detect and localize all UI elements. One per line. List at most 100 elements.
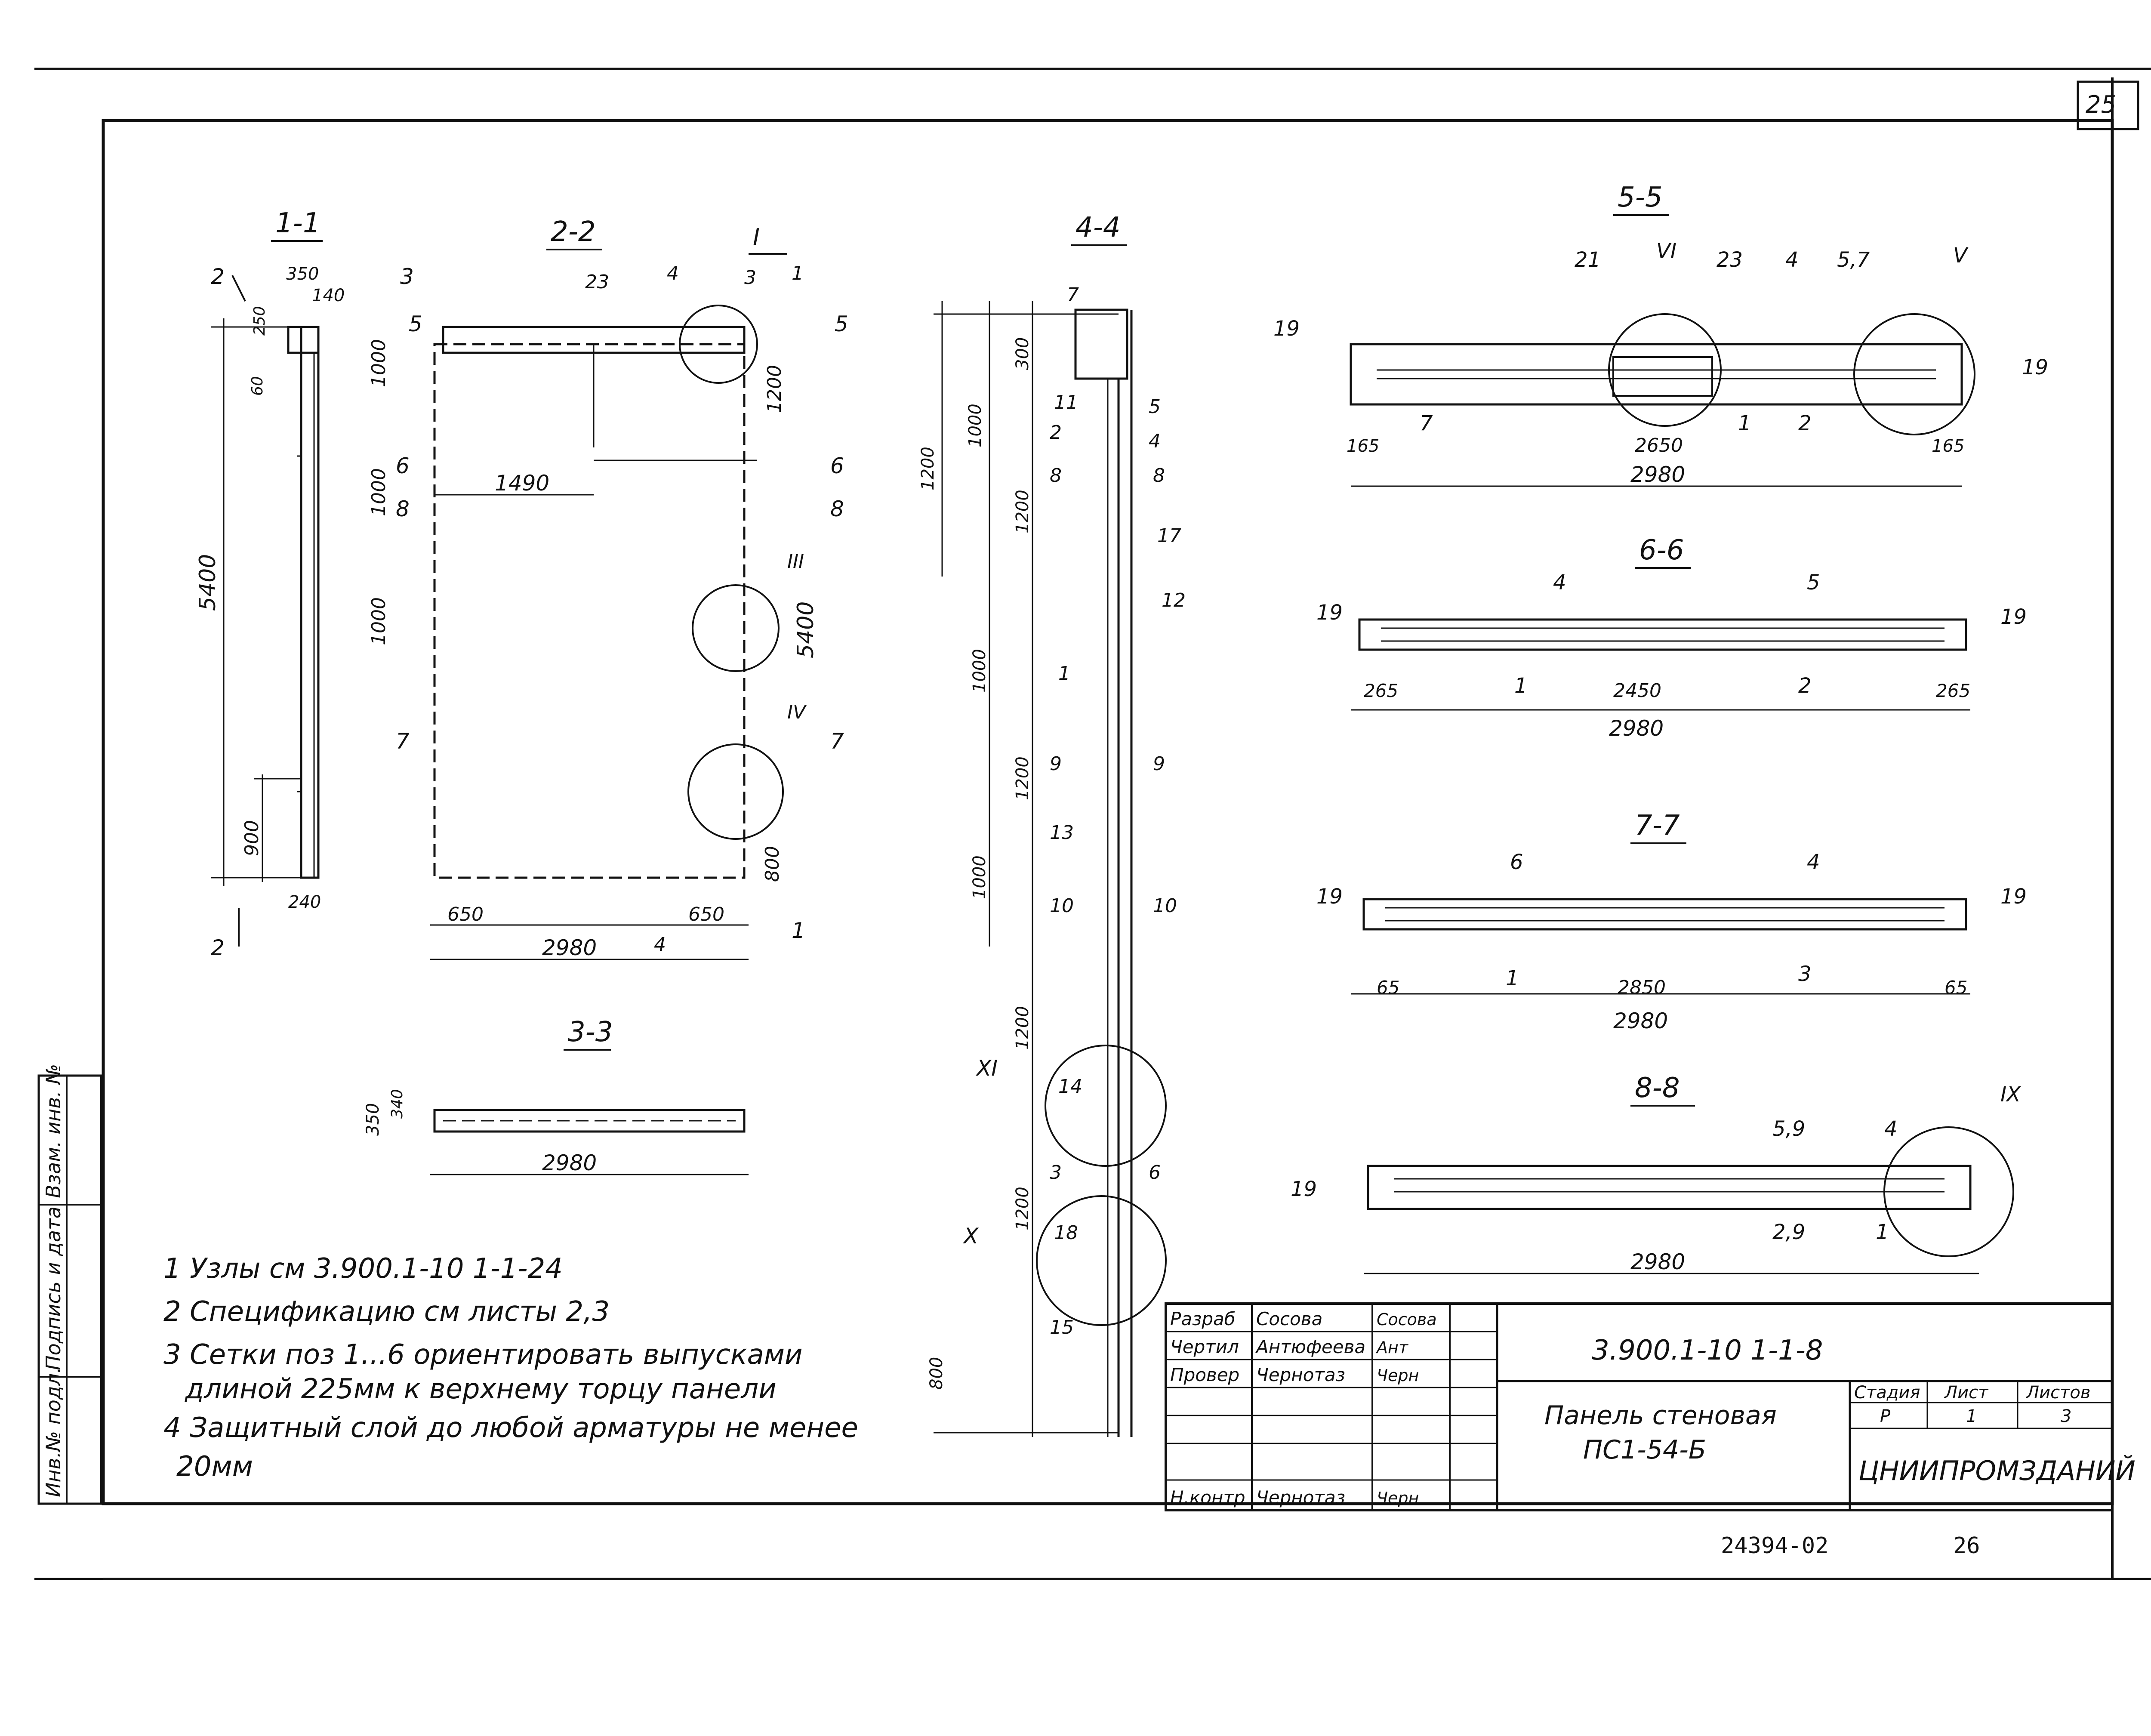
drawing-label: 1200 (1013, 1187, 1032, 1230)
drawing-label: 1 (792, 918, 805, 943)
section-3-3: 3-3 350 340 2980 (363, 1016, 749, 1175)
drawing-label: 8 (830, 496, 844, 521)
drawing-label: 350 (363, 1103, 383, 1136)
drawing-label: 19 (2000, 885, 2027, 909)
drawing-label: 7 (1067, 284, 1079, 306)
drawing-label: 1000 (970, 649, 989, 693)
general-notes: 1 Узлы см 3.900.1-10 1-1-24 2 Спецификац… (163, 1253, 858, 1483)
drawing-label: 18 (1054, 1222, 1078, 1244)
drawing-label: 23 (1716, 248, 1743, 272)
drawing-label: 10 (1153, 895, 1177, 917)
drawing-label: 8 (1050, 465, 1062, 487)
footer-code: 24394-02 (1721, 1533, 1828, 1559)
note-4: 4 Защитный слой до любой арматуры не мен… (163, 1412, 858, 1444)
drawing-label: 5400 (195, 554, 221, 611)
drawing-label: 3 (744, 267, 756, 289)
drawing-name: Панель стеновая (1544, 1400, 1777, 1431)
role-developer: Разраб (1170, 1308, 1236, 1329)
drawing-label: 6 (1149, 1162, 1161, 1184)
sheet-value: 1 (1966, 1406, 1977, 1426)
drawing-label: 6 (396, 453, 410, 478)
name-checker: Чернотаз (1256, 1364, 1345, 1385)
drawing-label: 2980 (542, 1150, 597, 1175)
callout-I: I (753, 224, 760, 251)
sign-drafter: Ант (1375, 1338, 1409, 1357)
section-8-8: 8-8 5,9 4 IX 19 2,9 1 2980 (1291, 1072, 2021, 1274)
callout-IX: IX (2000, 1082, 2021, 1107)
drawing-label: 14 (1058, 1076, 1082, 1098)
sheets-value: 3 (2061, 1406, 2071, 1426)
drawing-label: 140 (312, 286, 345, 305)
drawing-label: 5 (1149, 396, 1161, 418)
drawing-label: 9 (1050, 753, 1062, 775)
drawing-label: 1000 (368, 339, 390, 387)
drawing-label: 65 (1377, 977, 1399, 998)
drawing-label: 9 (1153, 753, 1165, 775)
section-5-5: 5-5 21 VI 23 4 5,7 V 19 19 7 1 2 165 265… (1273, 182, 2048, 487)
sheets-header: Листов (2025, 1383, 2090, 1403)
footer-page: 26 (1953, 1533, 1980, 1559)
stage-value: Р (1880, 1406, 1891, 1426)
drawing-label: 1 (1514, 674, 1528, 698)
drawing-label: 1490 (495, 471, 549, 496)
drawing-label: 2450 (1613, 680, 1661, 702)
section-6-6: 6-6 4 5 19 19 1 2 265 2450 265 2980 (1316, 534, 2027, 741)
drawing-label: 1000 (965, 404, 985, 447)
drawing-label: 650 (447, 903, 484, 925)
section-8-8-title: 8-8 (1635, 1072, 1680, 1104)
drawing-label: 1200 (918, 447, 938, 490)
drawing-label: 265 (1364, 680, 1398, 701)
drawing-label: 1 (1738, 411, 1751, 435)
drawing-label: 5400 (793, 601, 819, 658)
note-3: 3 Сетки поз 1...6 ориентировать выпускам… (163, 1339, 803, 1371)
drawing-label: 5,7 (1837, 248, 1870, 272)
section-5-5-title: 5-5 (1618, 182, 1663, 213)
drawing-label: 1 (792, 262, 804, 284)
sign-checker: Черн (1377, 1366, 1419, 1385)
role-drafter: Чертил (1170, 1336, 1239, 1357)
drawing-label: 8 (396, 496, 410, 521)
drawing-label: 2 (211, 264, 225, 289)
sheet-header: Лист (1944, 1383, 1989, 1403)
callout-III: III (787, 551, 804, 573)
drawing-label: 7 (396, 729, 410, 754)
drawing-label: 2980 (1630, 462, 1685, 487)
drawing-label: 60 (249, 376, 266, 396)
drawing-label: 4 (1553, 570, 1566, 595)
section-7-7-title: 7-7 (1635, 810, 1680, 842)
drawing-mark: ПС1-54-Б (1583, 1435, 1706, 1465)
drawing-label: 13 (1050, 822, 1074, 844)
section-1-1-title: 1-1 (275, 207, 320, 239)
drawing-label: 5,9 (1772, 1117, 1805, 1141)
drawing-label: 10 (1050, 895, 1074, 917)
title-block: 3.900.1-10 1-1-8 Панель стеновая ПС1-54-… (1165, 1302, 2136, 1511)
callout-V: V (1953, 244, 1969, 268)
drawing-label: 19 (2000, 605, 2027, 629)
drawing-label: 1200 (764, 365, 786, 413)
drawing-label: 1000 (368, 597, 390, 645)
drawing-label: 4 (1149, 430, 1161, 452)
name-developer: Сосова (1256, 1308, 1322, 1329)
drawing-label: 4 (1884, 1117, 1898, 1141)
drawing-label: 19 (1316, 885, 1343, 909)
drawing-label: 21 (1575, 248, 1601, 272)
note-1: 1 Узлы см 3.900.1-10 1-1-24 (163, 1253, 563, 1285)
name-normcontrol: Чернотаз (1256, 1487, 1345, 1508)
drawing-label: 2 (211, 935, 225, 960)
drawing-label: 650 (688, 903, 724, 925)
drawing-label: 1200 (1013, 490, 1032, 533)
drawing-label: 2980 (1630, 1249, 1685, 1274)
section-2-2-title: 2-2 (551, 216, 596, 248)
corner-number-box (2077, 80, 2139, 130)
drawing-label: 1000 (970, 855, 989, 899)
note-4-cont: 20мм (176, 1451, 253, 1483)
drawing-label: 2850 (1618, 977, 1666, 999)
drawing-label: 8 (1153, 465, 1165, 487)
drawing-label: 1200 (1013, 1006, 1032, 1050)
drawing-label: 19 (1273, 317, 1300, 341)
drawing-label: 11 (1054, 392, 1078, 413)
drawing-label: 5 (409, 311, 422, 336)
drawing-label: 3 (1050, 1162, 1062, 1184)
drawing-label: 165 (1932, 436, 1964, 456)
